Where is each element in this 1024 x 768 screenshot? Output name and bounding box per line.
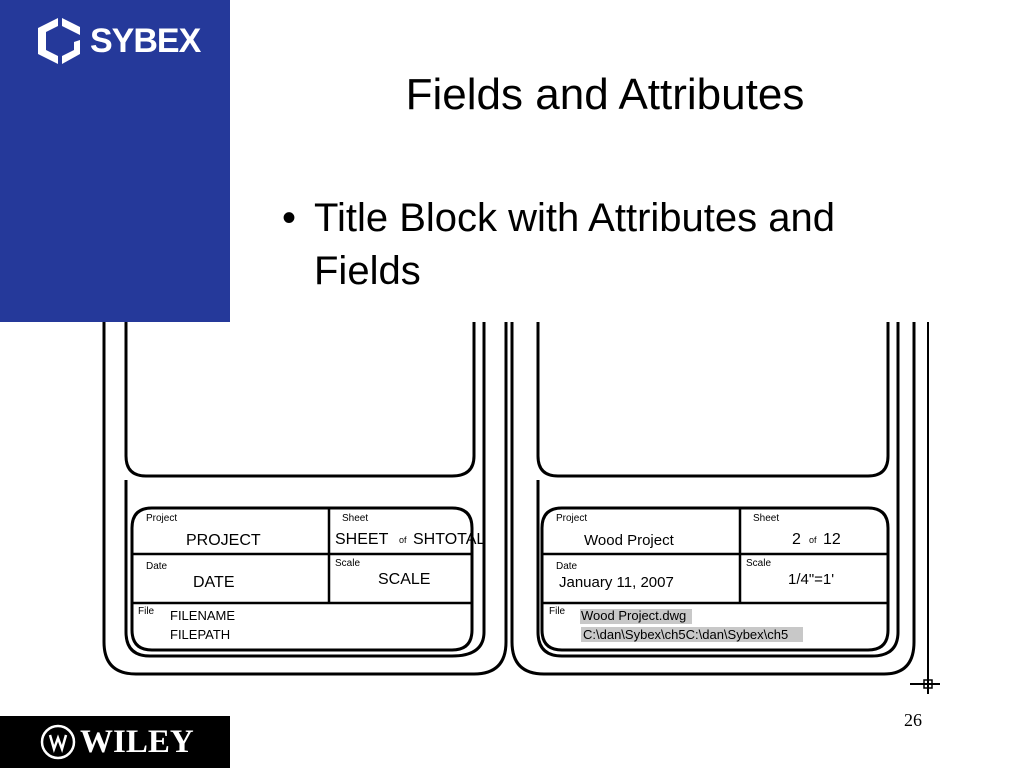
right-project-value: Wood Project: [584, 532, 675, 549]
left-title-block: Project PROJECT Sheet SHEET of SHTOTAL D…: [130, 506, 485, 652]
right-file-name: Wood Project.dwg: [581, 608, 686, 623]
left-of-label: of: [399, 535, 407, 545]
right-file-label: File: [549, 606, 566, 617]
bullet-dot-icon: •: [282, 196, 297, 240]
left-project-value: PROJECT: [186, 532, 261, 549]
bullet-text: Title Block with Attributes and Fields: [314, 196, 835, 293]
sybex-wordmark: SYBEX: [90, 22, 201, 60]
right-project-label: Project: [556, 513, 587, 524]
left-file-label: File: [138, 606, 155, 617]
right-date-value: January 11, 2007: [559, 574, 674, 591]
title-block-drawing: Project PROJECT Sheet SHEET of SHTOTAL D…: [102, 322, 940, 694]
right-sheet-total: 12: [823, 531, 841, 548]
right-file-path: C:\dan\Sybex\ch5C:\dan\Sybex\ch5: [583, 627, 788, 642]
left-file-name: FILENAME: [170, 608, 235, 623]
left-project-label: Project: [146, 513, 177, 524]
wiley-emblem-icon: [40, 724, 76, 760]
right-file-name-highlight: [580, 609, 692, 624]
right-sheet: [510, 322, 940, 694]
right-sheet-value: 2: [792, 531, 801, 548]
left-date-label: Date: [146, 561, 168, 572]
sybex-logo: SYBEX: [34, 18, 201, 64]
right-date-label: Date: [556, 561, 578, 572]
left-scale-label: Scale: [335, 558, 360, 569]
right-scale-value: 1/4"=1': [788, 571, 834, 588]
left-date-value: DATE: [193, 574, 234, 591]
page-number: 26: [904, 710, 922, 730]
left-sheet-label: Sheet: [342, 513, 368, 524]
left-file-path: FILEPATH: [170, 627, 230, 642]
slide-title: Fields and Attributes: [405, 70, 805, 119]
wiley-wordmark: WILEY: [80, 724, 194, 760]
left-sheet-total: SHTOTAL: [413, 531, 485, 548]
right-scale-label: Scale: [746, 558, 771, 569]
right-sheet-label: Sheet: [753, 513, 779, 524]
right-title-block: Project Wood Project Sheet 2 of 12 Date …: [540, 506, 890, 652]
left-sheet: [102, 322, 508, 676]
footer-bar: [0, 716, 230, 768]
right-file-path-highlight: [581, 627, 803, 642]
sybex-emblem-icon: [38, 18, 80, 64]
left-sheet-value: SHEET: [335, 531, 389, 548]
right-of-label: of: [809, 535, 817, 545]
left-scale-value: SCALE: [378, 571, 430, 588]
